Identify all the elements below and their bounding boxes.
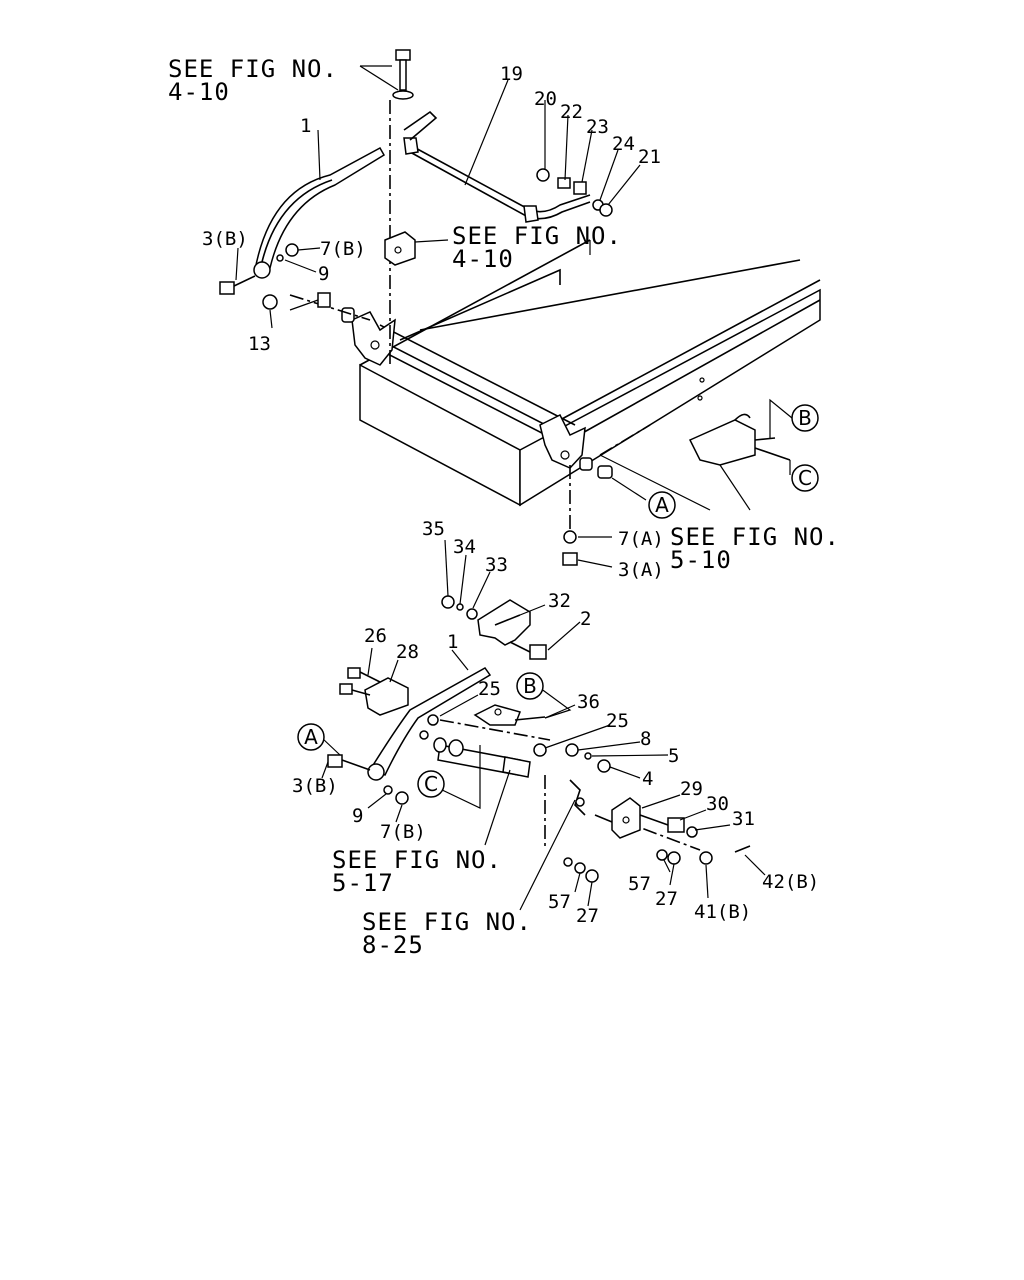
part-number: 4	[642, 768, 653, 790]
callout-letter: C	[798, 466, 812, 490]
part-number: 28	[396, 641, 419, 663]
part-number: 32	[548, 590, 571, 612]
fig-ref-text: 5-10	[670, 546, 732, 574]
fig-ref-text: SEE FIG NO.	[168, 55, 338, 83]
fig-ref-text: 8-25	[362, 931, 424, 959]
fig-ref-text: 4-10	[168, 78, 230, 106]
part-number: 1	[300, 115, 311, 137]
leveling-valve	[473, 704, 546, 726]
part-number: 27	[576, 905, 599, 927]
part-number: 9	[352, 805, 363, 827]
part-number: 7(A)	[618, 528, 664, 550]
center-bracket	[384, 231, 416, 266]
part-number: 41(B)	[694, 901, 751, 923]
labels-top: 1 19 20 22 23 24 21 3(B) 7(B) 9 13 7(A) …	[202, 63, 664, 581]
trailing-arm-top	[253, 146, 386, 279]
part-number: 13	[248, 333, 271, 355]
part-number: 7(B)	[380, 821, 426, 843]
bottom-assembly: 35 34 33 32 2 26 28 1 25 36 25 8 5 4 3(B…	[292, 518, 819, 959]
part-number: 57	[548, 891, 571, 913]
part-number: 23	[586, 116, 609, 138]
shock-absorber	[433, 737, 531, 778]
part-number: 29	[680, 778, 703, 800]
part-number: 5	[668, 745, 679, 767]
hardware-33-35	[441, 595, 478, 620]
callout-letter: A	[655, 493, 669, 517]
fig-ref-text: SEE FIG NO.	[670, 523, 840, 551]
arm-hardware-bottom	[327, 754, 409, 805]
part-number: 3(B)	[202, 228, 248, 250]
left-bracket	[341, 307, 396, 366]
part-number: 30	[706, 793, 729, 815]
fig-ref-text: SEE FIG NO.	[332, 846, 502, 874]
upper-bracket-32	[477, 599, 547, 660]
part-number: 7(B)	[320, 238, 366, 260]
part-number: 27	[655, 888, 678, 910]
part-number: 57	[628, 873, 651, 895]
callout-letter: A	[304, 725, 318, 749]
part-number: 34	[453, 536, 476, 558]
fig-ref-text: 5-17	[332, 869, 394, 897]
labels-bottom: 35 34 33 32 2 26 28 1 25 36 25 8 5 4 3(B…	[292, 518, 819, 927]
stabilizer-bar	[403, 110, 591, 223]
leader-lines-bottom	[321, 539, 766, 911]
part-number: 1	[447, 631, 458, 653]
part-number: 42(B)	[762, 871, 819, 893]
fig-refs-bottom: SEE FIG NO. 5-17 SEE FIG NO. 8-25	[332, 846, 532, 959]
part-number: 8	[640, 728, 651, 750]
part-number: 26	[364, 625, 387, 647]
bracket-28	[339, 667, 409, 716]
air-spring-bracket	[688, 413, 791, 466]
part-number: 22	[560, 101, 583, 123]
callouts-bottom: A B C	[297, 672, 544, 798]
part-number: 35	[422, 518, 445, 540]
part-number: 24	[612, 133, 635, 155]
part-number: 25	[606, 710, 629, 732]
part-number: 36	[577, 691, 600, 713]
part-number: 20	[534, 88, 557, 110]
fig-refs-top: SEE FIG NO. 4-10 SEE FIG NO. 4-10 SEE FI…	[168, 55, 840, 574]
part-number: 19	[500, 63, 523, 85]
part-number: 9	[318, 263, 329, 285]
frame-rail	[359, 239, 821, 507]
right-bracket	[539, 413, 613, 479]
fig-ref-text: SEE FIG NO.	[452, 222, 622, 250]
leader-lines-top	[235, 65, 793, 568]
callout-letter: B	[798, 406, 812, 430]
callout-letter: C	[424, 772, 438, 796]
top-bolt	[392, 49, 414, 100]
callout-letter: B	[523, 674, 537, 698]
part-number: 3(B)	[292, 775, 338, 797]
arm-hardware-top	[219, 243, 331, 310]
part-number: 25	[478, 678, 501, 700]
fig-ref-text: SEE FIG NO.	[362, 908, 532, 936]
sensor-wire	[569, 779, 613, 823]
part-number: 33	[485, 554, 508, 576]
hardware-25-8-5-4	[419, 714, 611, 773]
fig-ref-text: 4-10	[452, 245, 514, 273]
part-number: 2	[580, 608, 591, 630]
top-assembly: 1 19 20 22 23 24 21 3(B) 7(B) 9 13 7(A) …	[168, 49, 840, 581]
link-hardware	[536, 168, 613, 217]
trailing-arm-bottom	[367, 667, 492, 781]
nuts-a	[562, 530, 578, 566]
lower-bracket-29	[563, 797, 751, 883]
part-number: 21	[638, 146, 661, 168]
part-number: 31	[732, 808, 755, 830]
callouts-top: A B C	[648, 404, 819, 519]
part-number: 3(A)	[618, 559, 664, 581]
